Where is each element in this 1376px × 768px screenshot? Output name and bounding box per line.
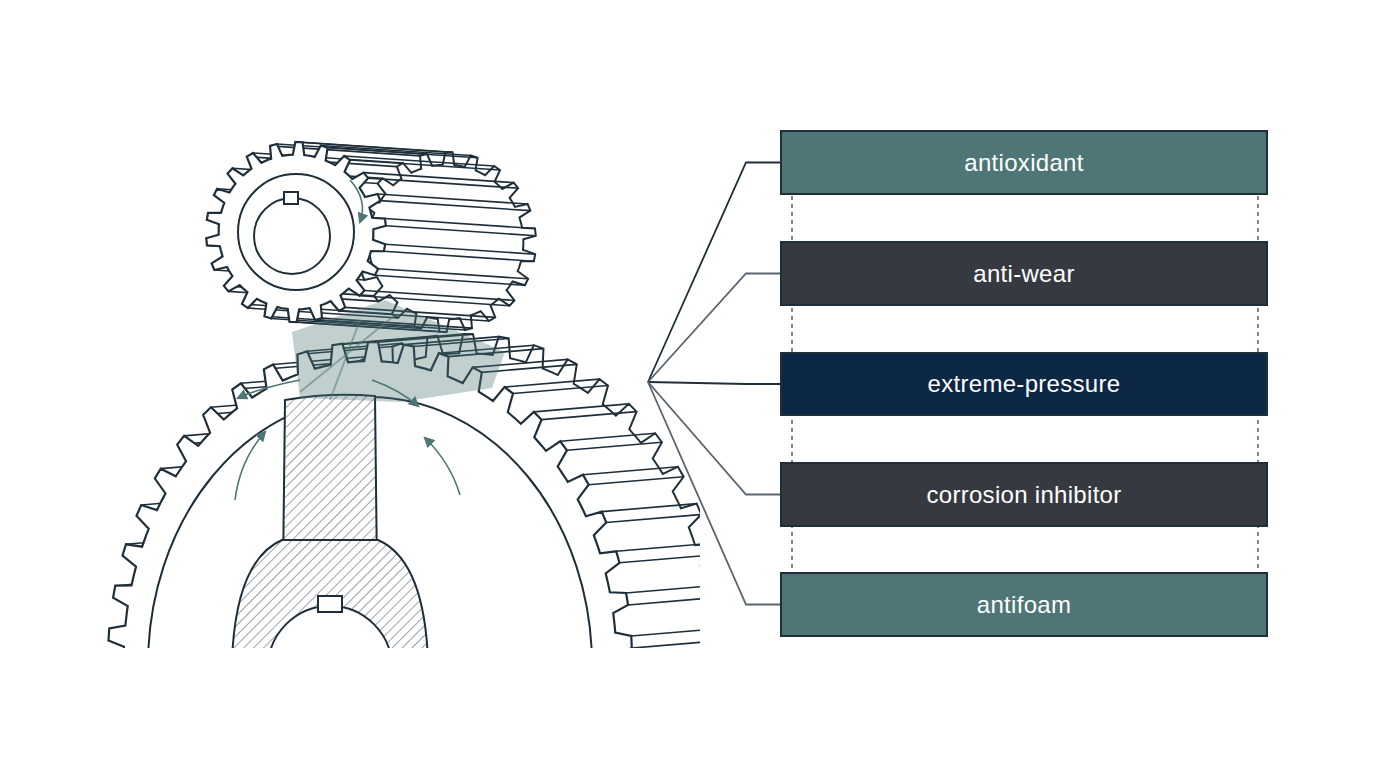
additive-box: antifoam	[780, 572, 1268, 637]
tooth-edge	[350, 160, 500, 170]
tooth-edge	[616, 543, 700, 551]
additive-box: antioxidant	[780, 130, 1268, 195]
keyway	[318, 596, 342, 612]
additive-label: corrosion inhibitor	[926, 481, 1121, 509]
rotation-arrows	[235, 180, 460, 500]
tooth-edge	[375, 275, 525, 285]
tooth-edge	[560, 433, 655, 441]
tooth-edge	[384, 251, 534, 261]
keyway	[284, 192, 298, 204]
tooth-edges	[206, 142, 536, 332]
tooth-edge	[534, 404, 629, 412]
tooth-edge	[368, 178, 518, 188]
tooth-edge	[632, 640, 700, 648]
tooth-edge	[626, 585, 700, 593]
tooth-edge	[321, 145, 471, 155]
tooth-edge	[628, 597, 700, 605]
tooth-edge	[602, 504, 697, 512]
leader-line	[648, 274, 780, 383]
gear-hub	[238, 174, 354, 290]
additive-box: anti-wear	[780, 241, 1268, 306]
leader-line	[648, 163, 780, 383]
additive-box: corrosion inhibitor	[780, 462, 1268, 527]
tooth-edge	[386, 226, 536, 236]
leader-line	[648, 382, 780, 605]
tooth-edge	[542, 412, 637, 420]
additive-box: extreme-pressure	[780, 352, 1268, 416]
small-gear	[206, 142, 536, 332]
tooth-edge	[504, 379, 599, 387]
tooth-edge	[619, 555, 700, 563]
mesh-zone	[292, 300, 505, 402]
tooth-edge	[589, 477, 684, 485]
leader-line	[648, 382, 780, 495]
tooth-edge	[364, 173, 514, 183]
additive-label: antioxidant	[964, 149, 1083, 177]
tooth-edge	[606, 515, 700, 523]
additive-label: extreme-pressure	[928, 370, 1121, 398]
tooth-edge	[583, 467, 678, 475]
tooth-edge	[631, 628, 700, 636]
leader-line	[648, 382, 780, 384]
tooth-edge	[513, 386, 608, 394]
gear-bore	[254, 198, 330, 274]
tooth-edge	[380, 201, 530, 211]
gear-front-face	[206, 142, 386, 322]
additive-label: antifoam	[977, 591, 1071, 619]
tooth-edge	[364, 290, 514, 300]
tooth-edge	[567, 442, 662, 450]
additive-label: anti-wear	[973, 260, 1074, 288]
leader-lines	[648, 163, 780, 605]
